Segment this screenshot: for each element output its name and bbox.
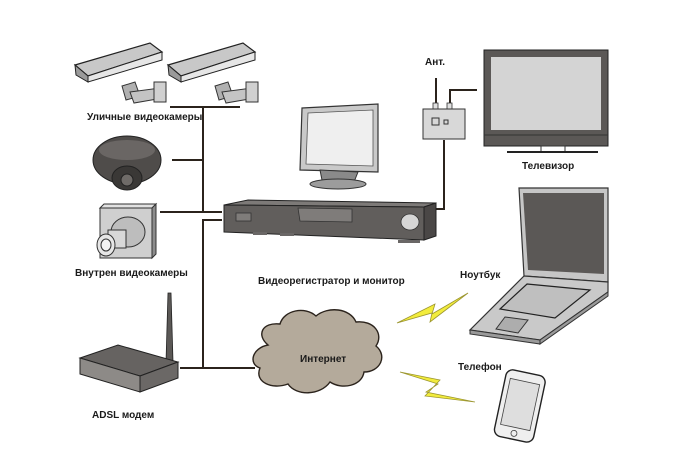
laptop-label: Ноутбук — [460, 270, 501, 281]
antenna-splitter-icon — [422, 102, 466, 140]
internet-cloud-icon — [252, 309, 383, 394]
box-camera-icon — [96, 202, 158, 260]
wireless-signal-phone-icon — [399, 371, 476, 403]
indoor-cameras-label: Внутрен видеокамеры — [75, 268, 188, 279]
phone-label: Телефон — [458, 362, 502, 373]
connector-lines — [160, 78, 477, 369]
dvr-antenna-line — [432, 140, 445, 210]
dome-camera-icon — [92, 135, 162, 191]
outdoor-camera-icon — [166, 42, 259, 104]
laptop-icon — [468, 187, 609, 345]
monitor-icon — [299, 103, 379, 190]
antenna-label: Ант. — [425, 57, 446, 68]
outdoor-camera-icon — [73, 42, 167, 104]
adsl-modem-label: ADSL модем — [92, 410, 155, 421]
tv-icon — [483, 49, 609, 153]
tv-label: Телевизор — [522, 161, 575, 172]
phone-icon — [493, 369, 546, 443]
outdoor-cameras-label: Уличные видеокамеры — [87, 112, 203, 123]
internet-label: Интернет — [300, 354, 347, 365]
wireless-signal-laptop-icon — [396, 292, 469, 324]
dvr-network-line — [202, 219, 222, 368]
splitter-tv-line — [449, 89, 477, 108]
adsl-modem-icon — [78, 292, 180, 393]
dvr-icon — [223, 199, 437, 243]
dvr-monitor-label: Видеорегистратор и монитор — [258, 276, 405, 287]
